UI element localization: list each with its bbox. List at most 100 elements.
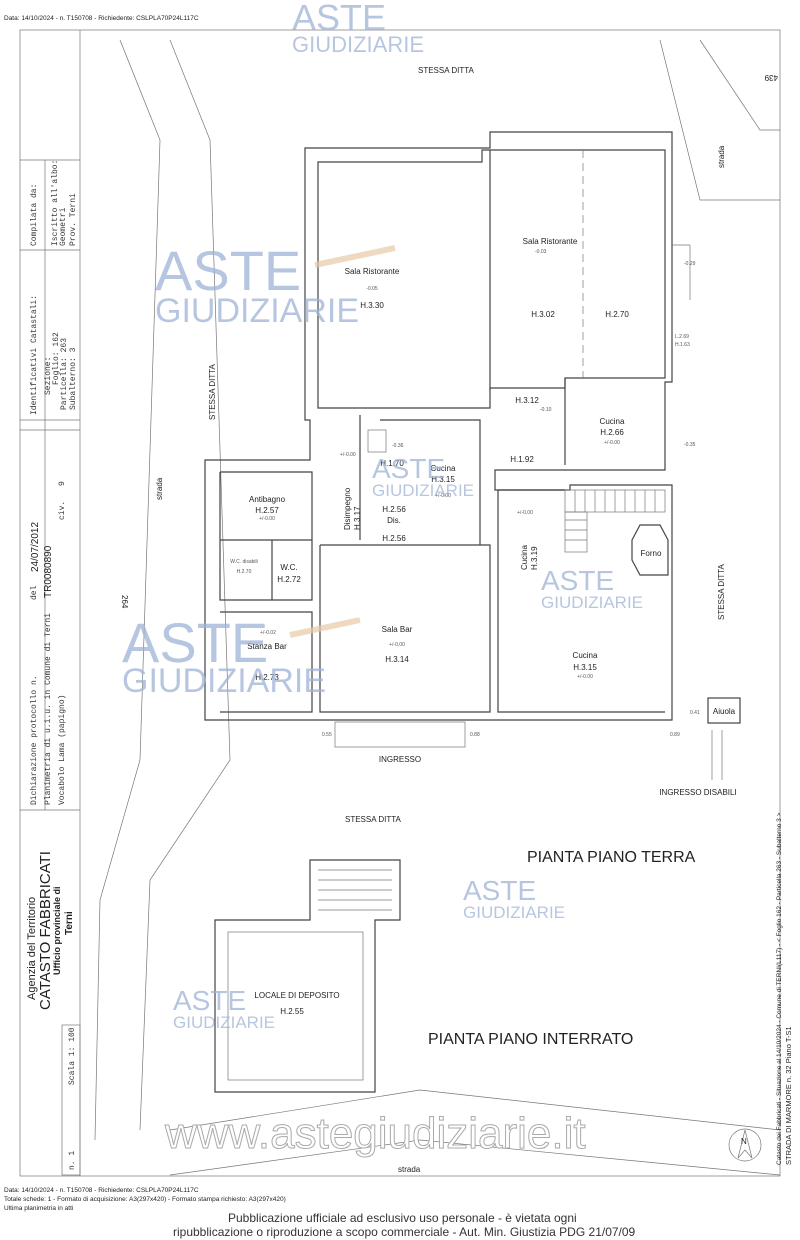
watermark-logo: ASTE GIUDIZIARIE ASTE GIUDIZIARIE ASTE G… xyxy=(122,0,643,1032)
north-label: N xyxy=(741,1137,747,1146)
basement-plan: LOCALE DI DEPOSITO H.2.55 xyxy=(214,859,401,1093)
room-name: Sala Bar xyxy=(382,625,413,634)
room-level: -0.05 xyxy=(366,286,378,292)
room-name: Cucina xyxy=(431,464,456,473)
ingresso-label: INGRESSO xyxy=(379,755,421,764)
albo-value: Geometri xyxy=(59,207,68,246)
ground-floor-walls xyxy=(204,131,741,780)
room-level: +/-0.00 xyxy=(259,516,275,522)
room-level: +/-0.02 xyxy=(260,630,276,636)
room-level: +/-0.00 xyxy=(435,493,451,499)
aiuola-box xyxy=(707,697,741,724)
room-name: Antibagno xyxy=(249,495,286,504)
room-height: H.1.92 xyxy=(510,455,534,464)
svg-text:GIUDIZIARIE: GIUDIZIARIE xyxy=(155,292,359,330)
room-height: H.2.56 xyxy=(382,534,406,543)
sheet-frame xyxy=(19,29,781,1177)
ingresso-disabili-label: INGRESSO DISABILI xyxy=(659,788,736,797)
protocol-stamp: TR0080890 xyxy=(43,545,54,598)
room-height: H.3.19 xyxy=(530,546,539,570)
label-stessa-ditta-bottom: STESSA DITTA xyxy=(345,815,402,824)
room-height: H.3.15 xyxy=(573,663,597,672)
site-boundaries xyxy=(94,39,781,1176)
del-label: del xyxy=(30,585,39,600)
svg-text:GIUDIZIARIE: GIUDIZIARIE xyxy=(372,481,474,500)
room-height: H.2.72 xyxy=(277,575,301,584)
room-height: H.2.56 xyxy=(382,505,406,514)
publication-notice-2: ripubblicazione o riproduzione a scopo c… xyxy=(173,1225,636,1239)
albo-label: Iscritto all'albo: xyxy=(51,160,60,246)
dim-label: H.1.63 xyxy=(675,342,690,348)
ground-floor-title: PIANTA PIANO TERRA xyxy=(527,849,696,866)
dim-label: 0.55 xyxy=(322,732,332,738)
room-level: +/-0.00 xyxy=(389,642,405,648)
room-name: Stanza Bar xyxy=(247,642,287,651)
svg-text:GIUDIZIARIE: GIUDIZIARIE xyxy=(173,1013,275,1032)
room-height: H.2.57 xyxy=(255,506,279,515)
dim-label: -0.35 xyxy=(684,442,696,448)
compilata-label: Compilata da: xyxy=(30,184,39,246)
dim-label: L.2.69 xyxy=(675,334,689,340)
room-level: +/-0.00 xyxy=(340,452,356,458)
room-height: H.2.70 xyxy=(237,569,252,575)
svg-text:ASTE: ASTE xyxy=(541,565,614,596)
side-cadastral-line: Catasto dei Fabbricati - Situazione al 1… xyxy=(776,812,783,1165)
label-strada-left: strada xyxy=(155,477,164,500)
room-level: -0.10 xyxy=(540,407,552,413)
civ-value: 9 xyxy=(58,481,67,486)
room-name: Aiuola xyxy=(713,707,736,716)
basement-room-height: H.2.55 xyxy=(280,1007,304,1016)
room-height: H.3.12 xyxy=(515,396,539,405)
room-height: H.2.73 xyxy=(255,673,279,682)
svg-text:ASTE: ASTE xyxy=(463,875,536,906)
room-height: H.3.15 xyxy=(431,475,455,484)
footer-line-3: Ultima planimetria in atti xyxy=(4,1205,73,1212)
room-name: Sala Ristorante xyxy=(345,267,400,276)
room-level: -0.03 xyxy=(535,249,547,255)
room-level: +/-0.00 xyxy=(604,440,620,446)
room-height: H.3.30 xyxy=(360,301,384,310)
dim-label: 0.41 xyxy=(690,710,700,716)
basement-title: PIANTA PIANO INTERRATO xyxy=(428,1031,633,1048)
label-stessa-ditta-right: STESSA DITTA xyxy=(717,563,726,620)
sheet-number: n. 1 xyxy=(68,1151,77,1170)
ufficio-label: Ufficio provinciale di xyxy=(52,886,62,975)
room-level: +/-0.00 xyxy=(577,674,593,680)
dim-label: -0.29 xyxy=(684,261,696,267)
footer-line-1: Data: 14/10/2024 - n. T150708 - Richiede… xyxy=(4,1187,199,1194)
ufficio-city: Terni xyxy=(64,911,75,935)
room-name: Disimpegno xyxy=(343,487,352,530)
date-stamp: 24/07/2012 xyxy=(30,522,41,572)
basement-room-name: LOCALE DI DEPOSITO xyxy=(254,991,339,1000)
header-line: Data: 14/10/2024 - n. T150708 - Richiede… xyxy=(4,15,199,22)
sezione: Sezione: xyxy=(44,357,53,395)
prov-value: Prov. Terni xyxy=(69,193,78,246)
dim-label: 0.88 xyxy=(470,732,480,738)
label-stessa-ditta-left: STESSA DITTA xyxy=(208,363,217,420)
svg-text:GIUDIZIARIE: GIUDIZIARIE xyxy=(292,32,424,57)
svg-text:ASTE: ASTE xyxy=(372,453,445,484)
catasto-title: CATASTO FABBRICATI xyxy=(37,851,54,1010)
stairs xyxy=(367,429,666,553)
dichiarazione-label: Dichiarazione protocollo n. xyxy=(30,675,39,805)
vocabolo: Vocabolo Lama (papigno) xyxy=(58,695,67,805)
svg-text:GIUDIZIARIE: GIUDIZIARIE xyxy=(122,662,326,700)
room-name: Dis. xyxy=(387,516,401,525)
room-height: H.2.66 xyxy=(600,428,624,437)
room-name: Cucina xyxy=(600,417,625,426)
label-stessa-ditta-top: STESSA DITTA xyxy=(418,66,475,75)
room-level: -0.36 xyxy=(392,443,404,449)
label-strada-bottom: strada xyxy=(398,1165,421,1174)
parcel-439: 439 xyxy=(764,73,778,82)
room-height: H.2.70 xyxy=(605,310,629,319)
parcel-264: 264 xyxy=(120,595,129,609)
room-level: +/-0.00 xyxy=(517,510,533,516)
dim-label: 0.89 xyxy=(670,732,680,738)
scale-label: Scala 1: 100 xyxy=(68,1027,77,1085)
agency-name: Agenzia del Territorio xyxy=(26,897,38,1000)
civ-label: civ. xyxy=(58,501,67,520)
room-name: Cucina xyxy=(520,545,529,570)
room-name: Cucina xyxy=(573,651,598,660)
room-name: W.C. xyxy=(280,563,297,572)
